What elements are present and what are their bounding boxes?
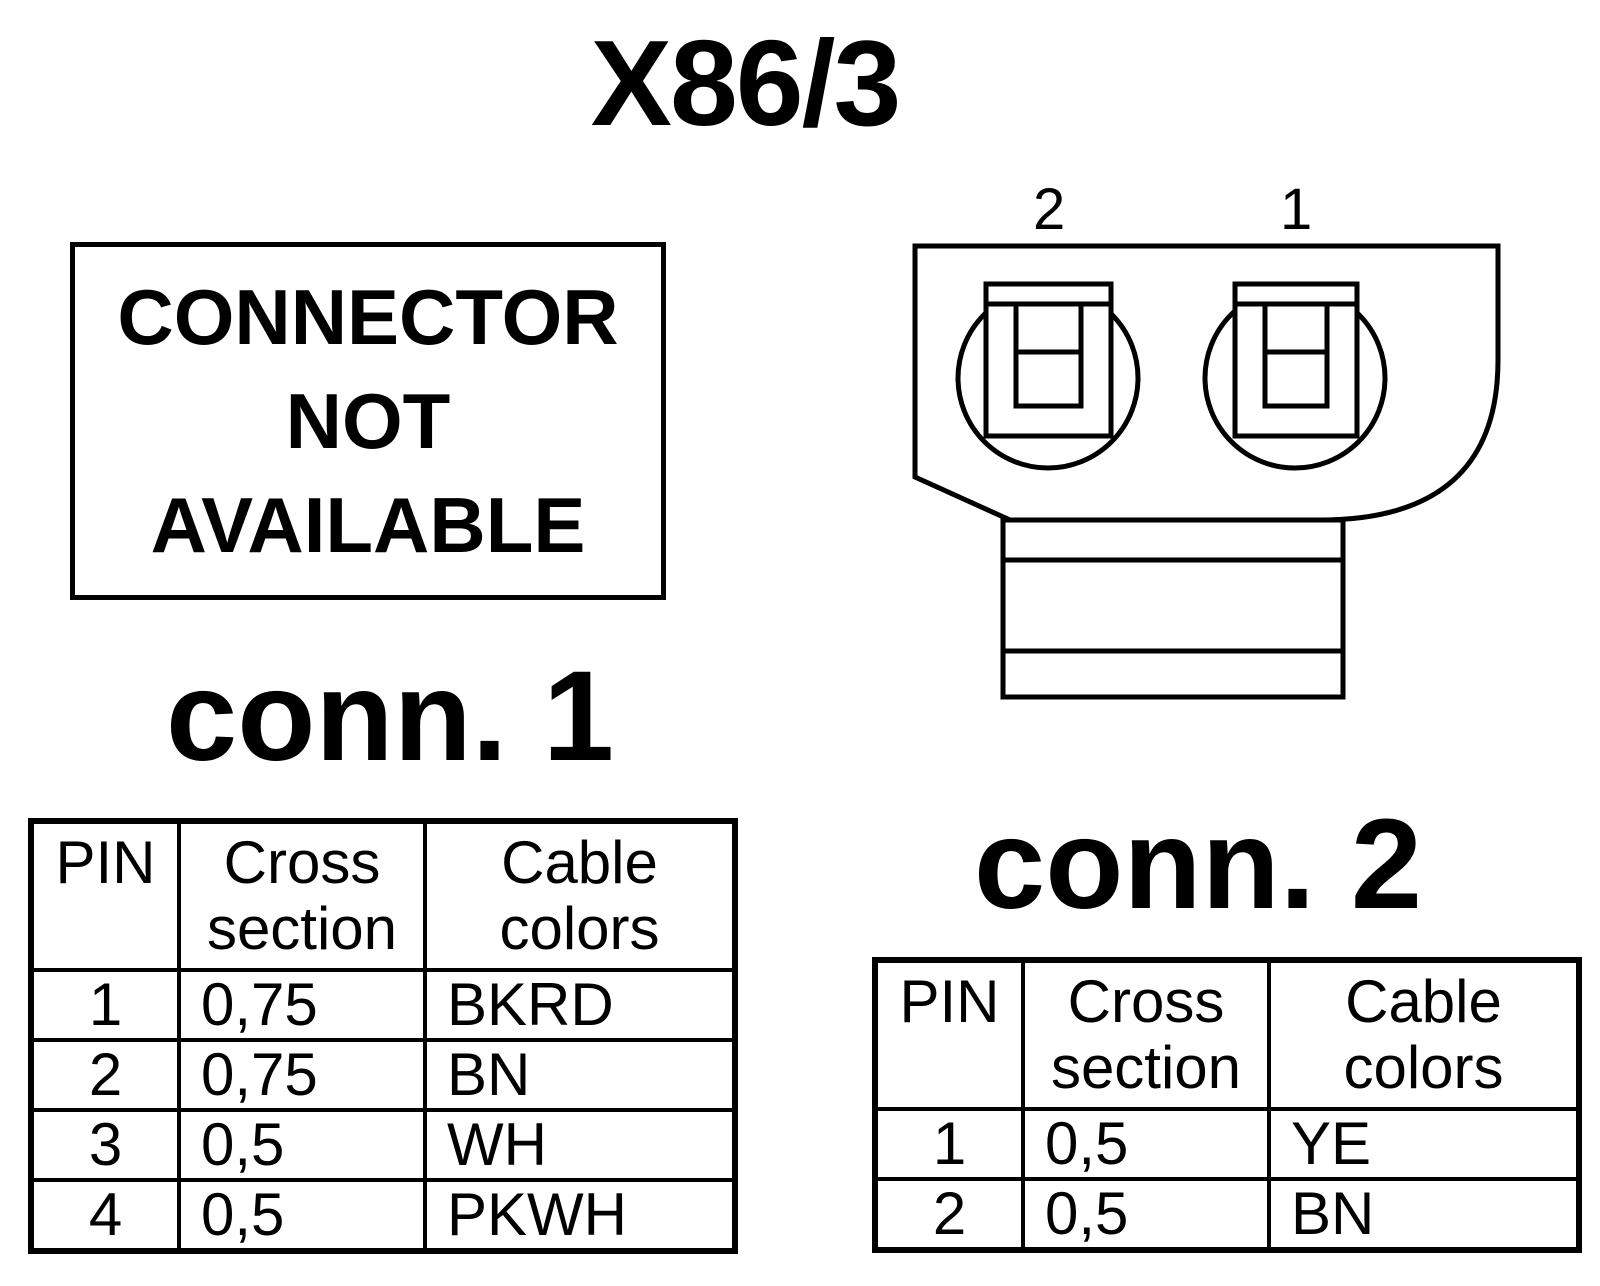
cell-cross-section: 0,5 bbox=[177, 1178, 427, 1253]
cell-pin: 2 bbox=[873, 1177, 1025, 1252]
cell-cable-color: BN bbox=[1267, 1177, 1581, 1252]
pin-label-1: 1 bbox=[1280, 177, 1313, 242]
table-row: 1 0,75 BKRD bbox=[29, 968, 737, 1042]
cell-pin: 3 bbox=[29, 1108, 181, 1182]
cell-cable-color: BKRD bbox=[423, 968, 737, 1042]
cell-cross-section: 0,5 bbox=[1021, 1107, 1271, 1181]
cell-cross-section: 0,5 bbox=[177, 1108, 427, 1182]
conn1-pin-table: PIN Cross section Cable colors 1 0,75 BK… bbox=[28, 818, 738, 1254]
table-row: 2 0,5 BN bbox=[873, 1177, 1581, 1252]
cell-pin: 1 bbox=[29, 968, 181, 1042]
connector-latch-body bbox=[1000, 517, 1346, 700]
conn1-label: conn. 1 bbox=[166, 645, 615, 788]
header-pin: PIN bbox=[873, 958, 1025, 1111]
cell-cable-color: WH bbox=[423, 1108, 737, 1182]
table-header-row: PIN Cross section Cable colors bbox=[29, 819, 737, 972]
connector-cavity-2 bbox=[955, 281, 1141, 471]
cell-cable-color: YE bbox=[1267, 1107, 1581, 1181]
header-cable-colors: Cable colors bbox=[1267, 958, 1581, 1111]
cell-cable-color: BN bbox=[423, 1038, 737, 1112]
table-header-row: PIN Cross section Cable colors bbox=[873, 958, 1581, 1111]
table-row: 2 0,75 BN bbox=[29, 1038, 737, 1112]
table-row: 3 0,5 WH bbox=[29, 1108, 737, 1182]
cell-pin: 2 bbox=[29, 1038, 181, 1112]
conn2-label: conn. 2 bbox=[974, 793, 1423, 936]
table-row: 4 0,5 PKWH bbox=[29, 1178, 737, 1253]
cell-cross-section: 0,5 bbox=[1021, 1177, 1271, 1252]
connector-cavity-1 bbox=[1202, 281, 1388, 471]
cell-cross-section: 0,75 bbox=[177, 1038, 427, 1112]
conn2-pin-table: PIN Cross section Cable colors 1 0,5 YE … bbox=[872, 957, 1582, 1253]
cell-pin: 1 bbox=[873, 1107, 1025, 1181]
pin-label-2: 2 bbox=[1033, 177, 1066, 242]
connector-not-available-box: CONNECTOR NOT AVAILABLE bbox=[70, 242, 666, 600]
diagram-title: X86/3 bbox=[590, 15, 902, 151]
cell-cross-section: 0,75 bbox=[177, 968, 427, 1042]
not-available-line: CONNECTOR bbox=[117, 273, 619, 361]
header-cable-colors: Cable colors bbox=[423, 819, 737, 972]
header-pin: PIN bbox=[29, 819, 181, 972]
header-cross-section: Cross section bbox=[1021, 958, 1271, 1111]
cell-pin: 4 bbox=[29, 1178, 181, 1253]
header-cross-section: Cross section bbox=[177, 819, 427, 972]
not-available-line: AVAILABLE bbox=[150, 481, 586, 569]
table-row: 1 0,5 YE bbox=[873, 1107, 1581, 1181]
not-available-line: NOT bbox=[285, 377, 451, 465]
cell-cable-color: PKWH bbox=[423, 1178, 737, 1253]
